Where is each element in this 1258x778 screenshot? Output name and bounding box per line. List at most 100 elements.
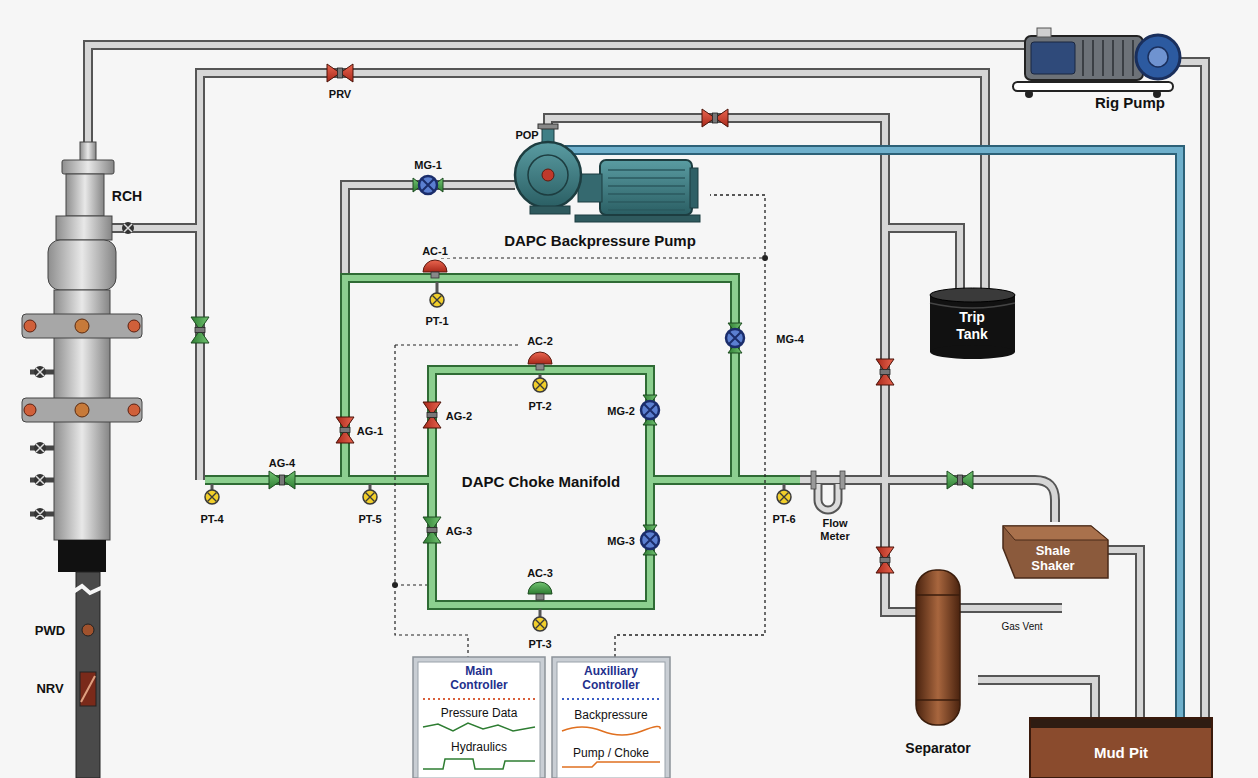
equipment-label: Shale Shaker bbox=[1025, 543, 1081, 574]
label-holder: PT-5 bbox=[356, 509, 383, 527]
rig-pump-drawing bbox=[1132, 40, 1134, 76]
part-label: PT-3 bbox=[526, 638, 553, 651]
controller-panel-drawing bbox=[413, 657, 545, 778]
text-holder: Main Controller bbox=[423, 664, 535, 693]
label-holder: NRV bbox=[34, 679, 65, 697]
control-line bbox=[395, 258, 765, 657]
part-label: AG-2 bbox=[444, 410, 474, 423]
flow-meter bbox=[811, 471, 816, 489]
wellhead-stack bbox=[80, 142, 96, 162]
rig-pump-drawing bbox=[1025, 36, 1143, 80]
text-holder: Mud Pit bbox=[1030, 744, 1212, 762]
equipment-label: Trip Tank bbox=[947, 309, 997, 342]
wellhead-stack bbox=[22, 314, 142, 338]
text-holder: Trip Tank bbox=[947, 309, 997, 343]
text-holder: Pump / Choke bbox=[560, 743, 662, 761]
connector-path bbox=[1108, 550, 1140, 718]
wellhead-stack bbox=[124, 224, 132, 232]
valve bbox=[191, 317, 209, 343]
controller-panel: Auxilliary ControllerBackpressurePump / … bbox=[552, 657, 670, 778]
separator-drawing bbox=[916, 570, 960, 725]
flow-meter bbox=[818, 484, 838, 510]
valve bbox=[423, 402, 441, 428]
label-holder: MG-3 bbox=[605, 531, 637, 549]
backpressure-pump-drawing bbox=[608, 185, 685, 187]
part-label: PRV bbox=[327, 88, 353, 101]
text-holder: Auxilliary Controller bbox=[560, 664, 662, 693]
pressure-gauge bbox=[212, 282, 784, 617]
pipe bbox=[88, 45, 1062, 612]
wellhead-stack bbox=[36, 368, 44, 518]
controller-panel-drawing bbox=[552, 657, 670, 778]
wellhead-stack bbox=[22, 398, 142, 422]
separator-drawing bbox=[916, 570, 960, 725]
valve bbox=[876, 547, 894, 573]
backpressure-pump-drawing bbox=[515, 124, 710, 222]
pressure-gauge bbox=[205, 490, 219, 504]
backpressure-pump-drawing bbox=[538, 124, 558, 129]
backpressure-pump-drawing bbox=[565, 145, 710, 155]
label-holder: PWD bbox=[33, 621, 67, 639]
label-holder: MG-1 bbox=[412, 155, 444, 173]
rig-pump-drawing bbox=[1037, 28, 1051, 37]
label-holder: PT-3 bbox=[526, 634, 553, 652]
label-holder: DAPC Choke Manifold bbox=[460, 473, 622, 491]
part-label: POP bbox=[513, 129, 540, 142]
valve bbox=[641, 525, 659, 555]
equipment-label: Mud Pit bbox=[1093, 744, 1149, 762]
connector-path bbox=[978, 680, 1095, 718]
trip-tank-drawing bbox=[930, 288, 1015, 359]
pressure-gauge bbox=[363, 490, 377, 504]
trip-tank: Trip Tank bbox=[925, 285, 1020, 360]
part-label: AG-4 bbox=[267, 457, 297, 470]
part-label: Gas Vent bbox=[999, 621, 1044, 633]
backpressure-pump-drawing bbox=[690, 168, 698, 208]
rig-pump-drawing bbox=[1025, 90, 1033, 98]
wellhead-stack bbox=[48, 240, 116, 290]
control-line bbox=[392, 582, 398, 588]
label-holder: AG-1 bbox=[355, 421, 385, 439]
rig-pump-drawing bbox=[1148, 47, 1168, 67]
label-holder: AG-3 bbox=[444, 521, 474, 539]
separator-drawing bbox=[916, 595, 960, 700]
part-label: AG-1 bbox=[355, 425, 385, 438]
rig-pump-drawing bbox=[1122, 40, 1124, 76]
wellhead-stack bbox=[24, 320, 36, 332]
trip-tank-drawing bbox=[930, 345, 1015, 359]
label-holder: AC-3 bbox=[525, 563, 555, 581]
valve bbox=[641, 395, 659, 425]
rig-pump-drawing bbox=[1031, 42, 1075, 74]
equipment-label: Separator bbox=[904, 740, 971, 757]
valve bbox=[726, 323, 744, 353]
part-label: DAPC Choke Manifold bbox=[460, 473, 622, 490]
mud-pit-drawing bbox=[1030, 718, 1212, 778]
pipe-connector bbox=[1108, 550, 1140, 718]
valve bbox=[423, 517, 441, 543]
text-holder: DAPC Backpressure Pump bbox=[495, 232, 705, 250]
shale-shaker-drawing bbox=[1003, 526, 1108, 540]
controller-panel-drawing bbox=[423, 723, 535, 731]
wellhead-stack bbox=[122, 222, 134, 234]
part-label: PWD bbox=[33, 624, 67, 639]
wellhead-stack bbox=[82, 624, 94, 636]
valve bbox=[876, 359, 894, 385]
mud-pit-drawing bbox=[1030, 718, 1212, 778]
part-label: AC-1 bbox=[420, 245, 450, 258]
pipe bbox=[88, 45, 1062, 612]
backpressure-pump-drawing bbox=[608, 177, 685, 179]
controller-panel-drawing bbox=[418, 662, 540, 778]
controller-panel-drawing bbox=[562, 698, 660, 700]
controller-panel-drawing bbox=[413, 657, 545, 778]
wellhead-stack bbox=[76, 572, 100, 778]
wellhead-stack bbox=[128, 404, 140, 416]
panel-title: Main Controller bbox=[438, 664, 520, 692]
part-label: PT-2 bbox=[526, 400, 553, 413]
label-holder: PRV bbox=[327, 84, 353, 102]
backpressure-pump-drawing bbox=[515, 142, 581, 208]
wellhead-stack bbox=[80, 672, 96, 706]
text-holder: Rig Pump bbox=[1065, 94, 1195, 112]
trip-tank-drawing bbox=[930, 288, 1015, 302]
backpressure-pump-drawing bbox=[528, 155, 568, 195]
